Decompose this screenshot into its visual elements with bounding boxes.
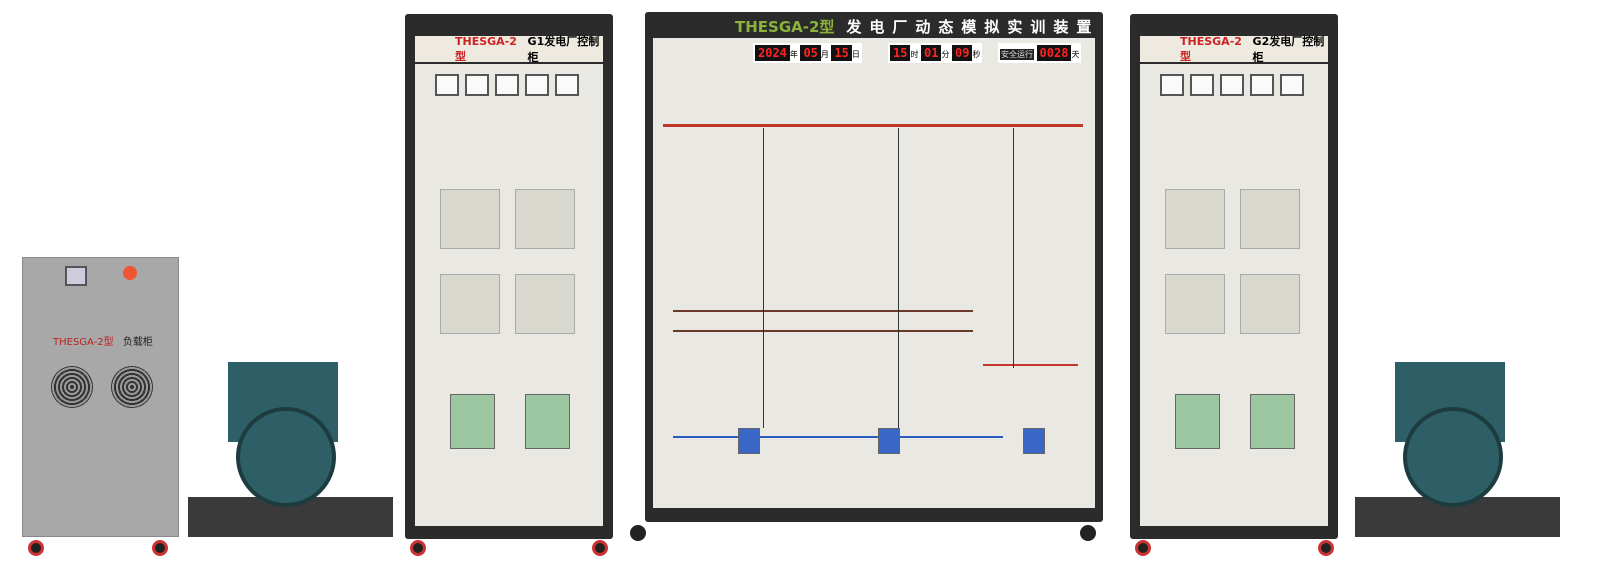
fan-icon [51,366,93,408]
protection-relay [1175,394,1220,449]
meter [1220,74,1244,96]
controller-module [1240,189,1300,249]
g1-cabinet-model: THESGA-2型 [455,34,517,63]
meter [495,74,519,96]
date-year: 2024 [755,45,790,61]
controller-module [515,189,575,249]
load-cabinet-label: THESGA-2型 负载柜 [53,333,153,348]
controller-module [1165,189,1225,249]
generator-motor-set-2 [1355,322,1560,547]
safety-label: 安全运行 [1000,49,1034,60]
g2-cabinet-header: THESGA-2型 G2发电厂控制柜 [1140,34,1328,64]
busbar [663,124,1083,127]
g2-control-cabinet: THESGA-2型 G2发电厂控制柜 [1130,14,1338,539]
safety-unit: 天 [1071,50,1080,59]
caster-wheel [28,540,44,556]
busbar [983,364,1078,366]
safety-days: 0028 [1036,45,1072,61]
date-day: 15 [831,45,852,61]
protection-relay [525,394,570,449]
meter [1160,74,1184,96]
main-panel-title: 发电厂动态模拟实训装置 [846,18,1100,36]
g1-panel [415,64,603,526]
meter [1190,74,1214,96]
main-panel-model: THESGA-2型 [735,18,835,36]
busbar [673,330,973,332]
meter [465,74,489,96]
date-day-unit: 日 [851,50,860,59]
fan-icon [111,366,153,408]
controller-module [440,189,500,249]
meter [555,74,579,96]
load-cabinet: THESGA-2型 负载柜 [22,257,179,537]
date-month: 05 [800,45,821,61]
power-meter [738,428,760,454]
caster-wheel [630,525,646,541]
time-hour: 15 [890,45,911,61]
load-cabinet-name: 负载柜 [122,337,153,348]
meter [1250,74,1274,96]
protection-relay [1250,394,1295,449]
controller-module [440,274,500,334]
g1-cabinet-name: G1发电厂控制柜 [527,35,600,64]
caster-wheel [1080,525,1096,541]
busbar [673,310,973,312]
g2-cabinet-model: THESGA-2型 [1180,34,1242,63]
circuit-line [763,128,764,428]
circuit-line [898,128,899,428]
meter [435,74,459,96]
caster-wheel [1135,540,1151,556]
load-cabinet-model: THESGA-2型 [53,337,114,348]
caster-wheel [592,540,608,556]
main-panel-header: THESGA-2型 发电厂动态模拟实训装置 [735,16,1099,37]
meter [525,74,549,96]
load-meter [65,266,87,286]
power-meter [878,428,900,454]
protection-relay [450,394,495,449]
date-year-unit: 年 [789,50,798,59]
caster-wheel [410,540,426,556]
g2-cabinet-name: G2发电厂控制柜 [1252,35,1325,64]
time-minute: 01 [921,45,942,61]
circuit-line [1013,128,1014,368]
caster-wheel [1318,540,1334,556]
busbar [673,436,1003,438]
power-meter [1023,428,1045,454]
controller-module [1165,274,1225,334]
time-second: 09 [952,45,973,61]
controller-module [515,274,575,334]
caster-wheel [152,540,168,556]
g1-cabinet-header: THESGA-2型 G1发电厂控制柜 [415,34,603,64]
time-hour-unit: 时 [910,50,919,59]
time-second-unit: 秒 [972,50,981,59]
controller-module [1240,274,1300,334]
time-minute-unit: 分 [941,50,950,59]
g2-panel [1140,64,1328,526]
emergency-stop-button[interactable] [123,266,137,280]
meter [1280,74,1304,96]
generator-motor-set-1 [188,322,393,547]
g1-control-cabinet: THESGA-2型 G1发电厂控制柜 [405,14,613,539]
date-month-unit: 月 [820,50,829,59]
